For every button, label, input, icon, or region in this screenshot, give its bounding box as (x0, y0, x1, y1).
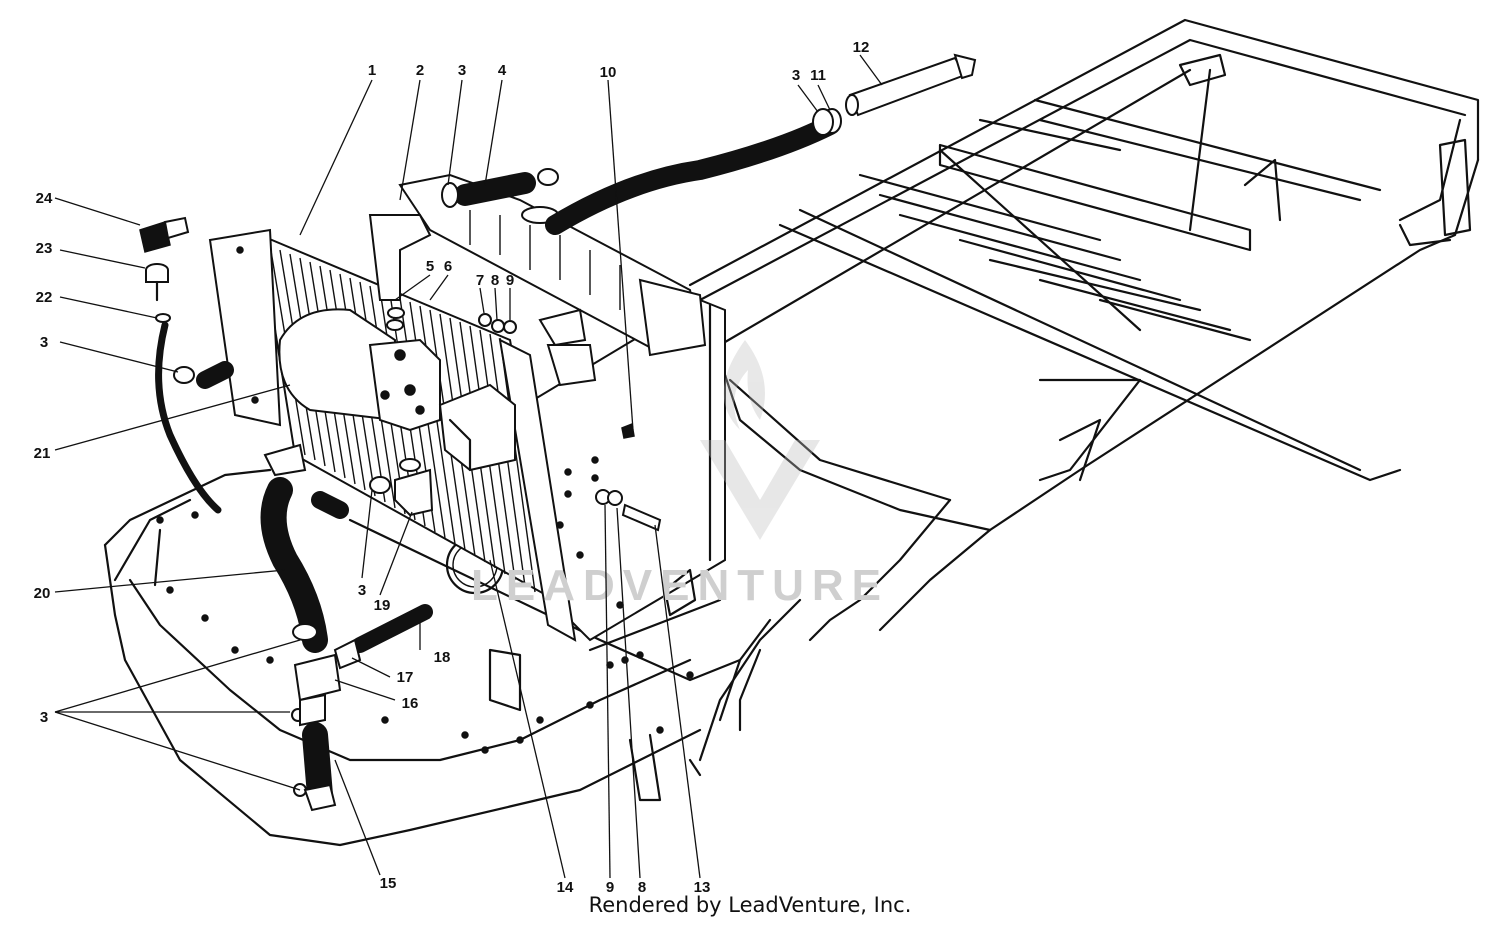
callout-2: 2 (416, 62, 424, 79)
callout-15: 15 (380, 875, 397, 892)
leader-lines (54, 54, 883, 879)
callout-8-b: 8 (638, 879, 646, 896)
base-pan (103, 468, 742, 847)
fittings (263, 307, 662, 812)
callout-21: 21 (34, 445, 51, 462)
callout-3-d: 3 (358, 582, 366, 599)
callout-19: 19 (374, 597, 391, 614)
callout-23: 23 (36, 240, 53, 257)
callout-9-a: 9 (506, 272, 514, 289)
callout-22: 22 (36, 289, 53, 306)
callout-20: 20 (34, 585, 51, 602)
callout-10: 10 (600, 64, 617, 81)
callout-3-e: 3 (40, 709, 48, 726)
callout-3-b: 3 (792, 67, 800, 84)
callout-1: 1 (368, 62, 376, 79)
filter-canister (278, 308, 516, 472)
callout-3-c: 3 (40, 334, 48, 351)
callout-14: 14 (557, 879, 574, 896)
callout-7: 7 (476, 272, 484, 289)
watermark-logo (700, 340, 820, 540)
callout-24: 24 (36, 190, 53, 207)
callout-4: 4 (498, 62, 507, 79)
hoses (155, 108, 842, 808)
clamps (173, 108, 834, 797)
callout-9-b: 9 (606, 879, 614, 896)
reservoir-tank (368, 173, 707, 357)
callout-18: 18 (434, 649, 451, 666)
callout-12: 12 (853, 39, 870, 56)
callout-8-a: 8 (491, 272, 499, 289)
callout-17: 17 (397, 669, 414, 686)
callout-6: 6 (444, 258, 452, 275)
callout-numbers: 1 2 3 4 10 3 11 12 24 23 22 3 5 6 7 8 9 … (34, 39, 870, 896)
callout-16: 16 (402, 695, 419, 712)
credit-text: Rendered by LeadVenture, Inc. (588, 893, 912, 917)
callout-3-a: 3 (458, 62, 466, 79)
chassis-frame (628, 18, 1480, 802)
cap-assembly (139, 216, 190, 323)
pipe-12 (845, 53, 977, 117)
callout-5: 5 (426, 258, 434, 275)
watermark-text: LEADVENTURE (471, 561, 889, 610)
callout-11: 11 (810, 67, 826, 84)
callout-13: 13 (694, 879, 711, 896)
